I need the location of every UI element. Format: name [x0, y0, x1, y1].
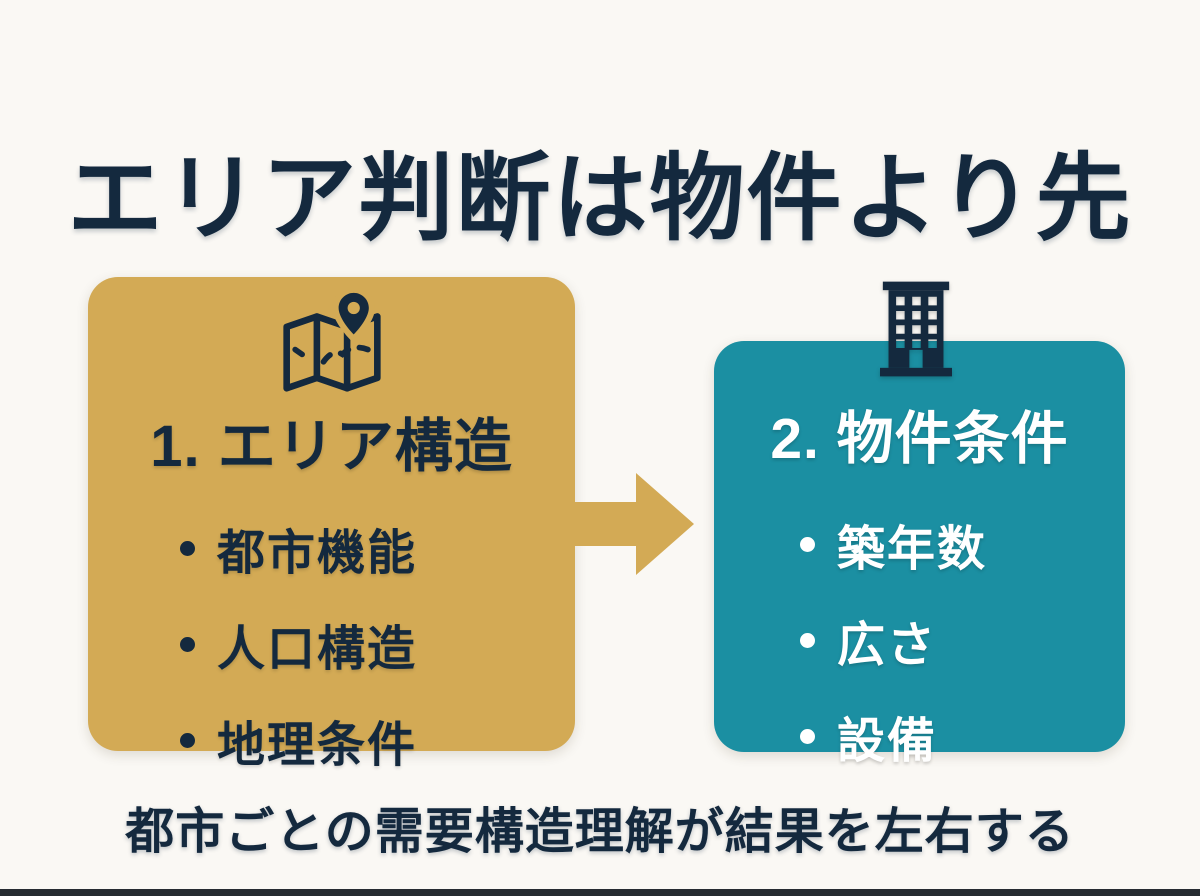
bullet-dot [180, 732, 195, 748]
bullet-item: 広さ [800, 605, 1125, 675]
bullet-label: 築年数 [837, 523, 988, 576]
building-icon [880, 279, 952, 384]
map-icon [88, 291, 575, 393]
bullet-dot [800, 632, 815, 648]
page-title: エリア判断は物件より先 [67, 146, 1133, 252]
bottom-edge-strip [0, 889, 1200, 896]
area-bullet-list: 都市機能 人口構造 地理条件 [88, 513, 575, 775]
bullet-label: 都市機能 [217, 527, 418, 580]
bullet-dot [180, 540, 195, 556]
property-card: 2. 物件条件 築年数 広さ 設備 [714, 341, 1125, 768]
bullet-item: 都市機能 [180, 513, 575, 583]
bullet-label: 地理条件 [217, 719, 418, 772]
bullet-dot [180, 636, 195, 652]
bullet-dot [800, 536, 815, 552]
property-card-heading: 2. 物件条件 [770, 407, 1069, 471]
bullet-item: 築年数 [800, 509, 1125, 579]
area-card: 1. エリア構造 都市機能 人口構造 地理条件 [88, 277, 575, 772]
bullet-item: 地理条件 [180, 705, 575, 775]
bullet-label: 広さ [837, 619, 938, 672]
arrow-right-icon [568, 468, 698, 585]
property-bullet-list: 築年数 広さ 設備 [714, 509, 1125, 771]
bullet-label: 設備 [837, 715, 938, 768]
bullet-item: 人口構造 [180, 609, 575, 679]
bullet-dot [800, 728, 815, 744]
area-card-heading: 1. エリア構造 [150, 414, 513, 479]
footer-note: 都市ごとの需要構造理解が結果を左右する [125, 805, 1075, 859]
bullet-item: 設備 [800, 701, 1125, 771]
bullet-label: 人口構造 [217, 623, 418, 676]
